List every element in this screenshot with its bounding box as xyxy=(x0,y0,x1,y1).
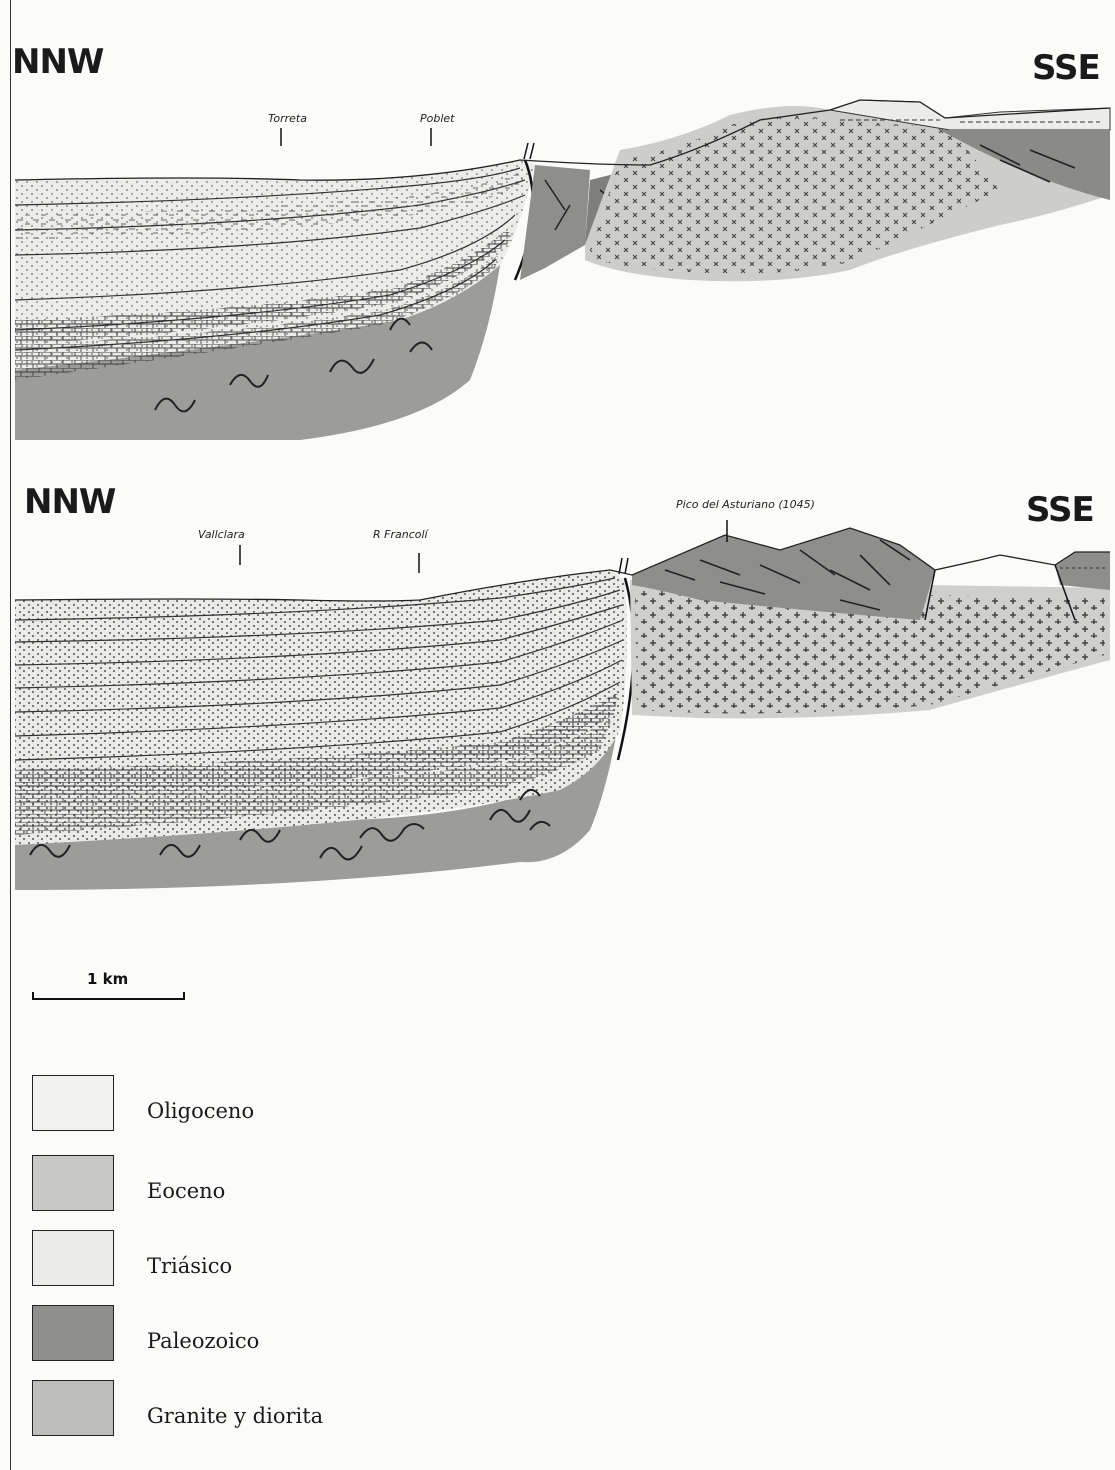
scale-tick xyxy=(32,992,34,1000)
direction-label-sse: SSE xyxy=(1032,48,1100,88)
legend-item: Eoceno xyxy=(32,1155,532,1215)
legend-label: Triásico xyxy=(147,1254,232,1278)
legend-item: Oligoceno xyxy=(32,1075,532,1135)
place-label: Torreta xyxy=(268,112,307,125)
place-label: R Francolí xyxy=(373,528,428,541)
place-label: Vallclara xyxy=(198,528,245,541)
legend-swatch xyxy=(32,1380,114,1436)
direction-label-sse: SSE xyxy=(1026,490,1094,530)
legend-label: Granite y diorita xyxy=(147,1404,323,1428)
legend-item: Granite y diorita xyxy=(32,1380,532,1440)
scale-line xyxy=(32,998,185,1000)
cross-section-1-drawing xyxy=(0,0,1115,470)
scale-tick xyxy=(183,992,185,1000)
legend-label: Eoceno xyxy=(147,1179,225,1203)
place-label: Poblet xyxy=(420,112,454,125)
direction-label-nnw: NNW xyxy=(24,482,115,522)
legend-item: Paleozoico xyxy=(32,1305,532,1365)
cross-section-1: NNW SSE Torreta Poblet xyxy=(0,0,1115,470)
cross-section-2: NNW SSE Vallclara R Francolí Pico del As… xyxy=(0,470,1115,940)
direction-label-nnw: NNW xyxy=(12,42,103,82)
legend-item: Triásico xyxy=(32,1230,532,1290)
scale-label: 1 km xyxy=(87,970,128,988)
legend-swatch xyxy=(32,1230,114,1286)
scale-bar: 1 km xyxy=(32,970,187,1010)
place-label: Pico del Asturiano (1045) xyxy=(676,498,815,511)
legend-swatch xyxy=(32,1305,114,1361)
legend-label: Paleozoico xyxy=(147,1329,259,1353)
legend-swatch xyxy=(32,1155,114,1211)
cross-section-2-drawing xyxy=(0,470,1115,940)
legend-label: Oligoceno xyxy=(147,1099,254,1123)
legend-swatch xyxy=(32,1075,114,1131)
